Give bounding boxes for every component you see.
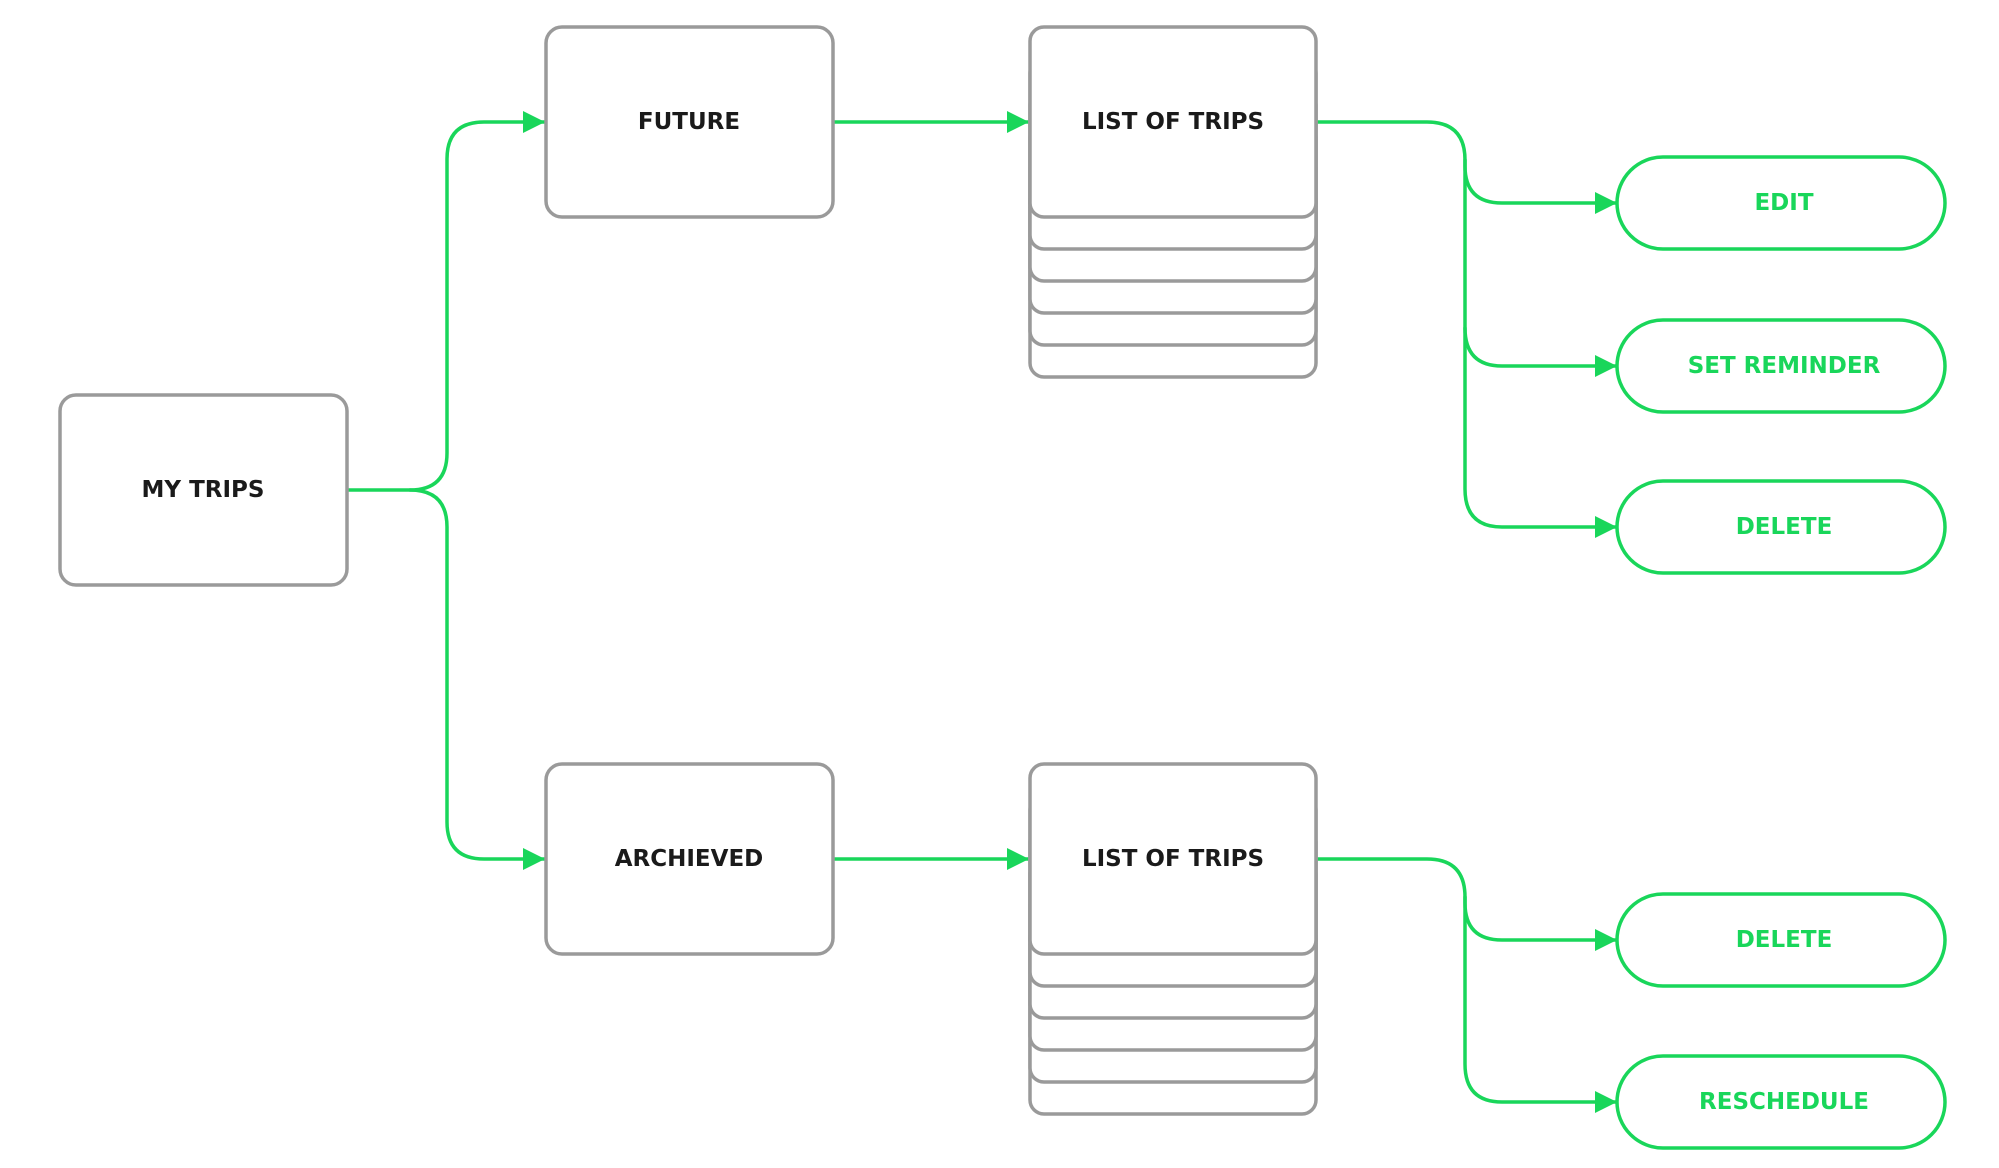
action-reschedule[interactable]: RESCHEDULE (1615, 1054, 1947, 1150)
connector-archived-reschedule (1463, 895, 1619, 1113)
action-reschedule-label[interactable]: RESCHEDULE (1699, 1089, 1869, 1115)
node-archived-list-label: LIST OF TRIPS (1082, 846, 1264, 872)
node-archived: ARCHIEVED (544, 762, 835, 956)
action-set-reminder-label[interactable]: SET REMINDER (1688, 353, 1881, 379)
connector-archived-delete (1315, 857, 1619, 951)
action-delete-future-label[interactable]: DELETE (1736, 514, 1833, 540)
connectors (346, 111, 1619, 1113)
stack-card-top (1028, 762, 1318, 956)
action-edit-label[interactable]: EDIT (1754, 190, 1813, 216)
connector-mytrips-future (346, 111, 547, 492)
node-future-list: LIST OF TRIPS (1028, 25, 1318, 379)
node-future: FUTURE (544, 25, 835, 219)
action-delete-future[interactable]: DELETE (1615, 479, 1947, 575)
node-my-trips: MY TRIPS (58, 393, 349, 587)
stack-card-top (1028, 25, 1318, 219)
action-set-reminder[interactable]: SET REMINDER (1615, 318, 1947, 414)
action-delete-archived[interactable]: DELETE (1615, 892, 1947, 988)
action-delete-archived-label[interactable]: DELETE (1736, 927, 1833, 953)
node-future-list-label: LIST OF TRIPS (1082, 109, 1264, 135)
connector-future-edit (1315, 120, 1619, 214)
connector-mytrips-archived (408, 488, 547, 870)
connector-future-reminder (1463, 158, 1619, 377)
node-future-label: FUTURE (638, 109, 740, 135)
node-archived-label: ARCHIEVED (615, 846, 764, 872)
connector-future-delete (1463, 326, 1619, 538)
node-my-trips-label: MY TRIPS (142, 477, 265, 503)
action-edit[interactable]: EDIT (1615, 155, 1947, 251)
node-archived-list: LIST OF TRIPS (1028, 762, 1318, 1116)
